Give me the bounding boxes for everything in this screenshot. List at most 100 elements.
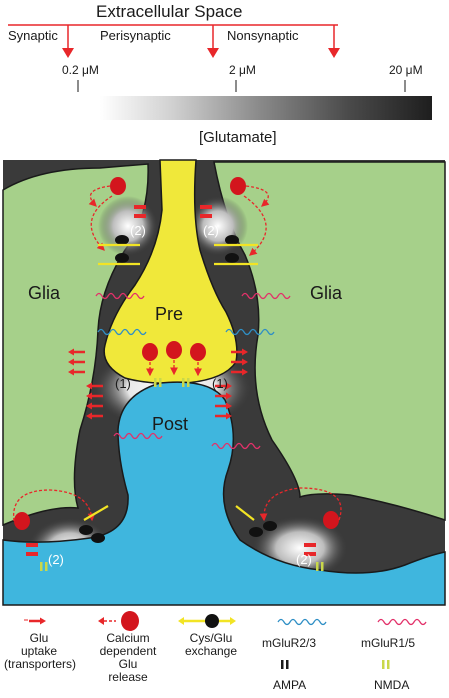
glu-transporter: [134, 205, 146, 209]
marker-2-top-right: (2): [203, 223, 219, 238]
glia-right-label: Glia: [310, 283, 343, 303]
glu-release-arrow: [13, 489, 96, 522]
glu-release-vesicle: [190, 343, 206, 361]
nmda-receptor: [40, 562, 43, 571]
nmda-receptor: [159, 378, 162, 387]
cys-glu-arrow: [83, 505, 109, 521]
glu-release-arrow: [90, 195, 113, 251]
legend-mglur15: mGluR1/5: [361, 636, 416, 650]
mglur15-receptor: [95, 292, 145, 300]
legend-ampa-glyph: [286, 660, 289, 669]
glu-transporter: [215, 412, 232, 420]
tick-label-2: 2 μM: [229, 63, 256, 77]
legend-mglur15-coil: [377, 618, 427, 626]
legend-ampa-glyph: [281, 660, 284, 669]
tick-label-0-2: 0.2 μM: [62, 63, 99, 77]
glu-release-arrow: [88, 185, 111, 207]
extracellular-space-title: Extracellular Space: [96, 2, 243, 21]
legend-glu-uptake: Glu uptake (transporters): [4, 631, 77, 671]
legend-exchange-arrowhead-left: [178, 617, 184, 625]
glu-transporter: [304, 543, 316, 547]
glutamate-gradient-bar: [100, 96, 432, 120]
glu-release-arrow: [245, 185, 270, 207]
mglur15-receptor: [241, 292, 291, 300]
region-synaptic: Synaptic: [8, 28, 58, 43]
nmda-receptor: [321, 562, 324, 571]
legend-exchanger: [205, 614, 219, 628]
glu-transporter: [200, 214, 212, 218]
glia-left: [2, 163, 149, 527]
cys-glu-arrow: [235, 505, 255, 521]
cys-glu-exchanger: [91, 533, 105, 543]
cys-glu-exchanger: [225, 253, 239, 263]
glu-transporter: [86, 392, 103, 400]
marker-1-left: (1): [115, 376, 131, 391]
post-label: Post: [152, 414, 189, 434]
glu-release-vesicle: [142, 343, 158, 361]
glu-transporter: [304, 552, 316, 556]
glia-right: [213, 161, 446, 522]
glu-release-vesicle: [230, 177, 246, 195]
cys-glu-exchanger: [225, 235, 239, 245]
legend-mglur23: mGluR2/3: [262, 636, 317, 650]
glu-transporter: [68, 368, 85, 376]
glu-release-arrow: [259, 487, 342, 522]
glu-transporter: [26, 543, 38, 547]
glu-transporter: [86, 402, 103, 410]
cys-glu-exchanger: [115, 235, 129, 245]
glu-transporter: [231, 348, 248, 356]
marker-2-bottom-left: (2): [48, 552, 64, 567]
legend-exchange-arrowhead-right: [230, 617, 236, 625]
glu-release-vesicle: [323, 511, 339, 529]
region-perisynaptic: Perisynaptic: [100, 28, 171, 43]
cys-glu-exchanger: [263, 521, 277, 531]
marker-2-top-left: (2): [130, 223, 146, 238]
mglur15-receptor: [211, 442, 261, 450]
glu-transporter: [231, 368, 248, 376]
glu-transporter: [134, 214, 146, 218]
glu-transporter: [29, 617, 46, 625]
tick-label-20: 20 μM: [389, 63, 423, 77]
glu-transporter: [26, 552, 38, 556]
nmda-receptor: [316, 562, 319, 571]
glu-release-vesicle: [166, 341, 182, 359]
scale-ticks: [77, 80, 406, 92]
glu-transporter: [215, 382, 232, 390]
glu-transporter: [215, 392, 232, 400]
legend-cys-glu-exchange: Cys/Glu exchange: [184, 631, 238, 658]
legend-nmda: NMDA: [374, 678, 410, 692]
legend-release-arrowhead: [98, 617, 104, 625]
cys-glu-exchanger: [249, 527, 263, 537]
glu-release-vesicle: [110, 177, 126, 195]
legend-mglur23-coil: [277, 618, 327, 626]
glu-transporter: [200, 205, 212, 209]
glu-transporter: [68, 348, 85, 356]
legend-nmda-glyph: [387, 660, 390, 669]
glu-release-vesicle: [14, 512, 30, 530]
glutamate-scale-label: [Glutamate]: [199, 129, 277, 146]
marker-1-right: (1): [212, 376, 228, 391]
nmda-receptor: [45, 562, 48, 571]
legend-ampa: AMPA: [273, 678, 307, 692]
region-arrows: [8, 24, 340, 58]
glu-transporter: [86, 412, 103, 420]
region-nonsynaptic: Nonsynaptic: [227, 28, 299, 43]
nmda-receptor: [187, 378, 190, 387]
legend-release-vesicle: [121, 611, 139, 631]
cys-glu-exchanger: [79, 525, 93, 535]
mglur23-receptor: [97, 328, 147, 336]
legend-calcium-release: Calcium dependent Glu release: [99, 631, 157, 684]
legend-nmda-glyph: [382, 660, 385, 669]
cys-glu-exchanger: [115, 253, 129, 263]
mglur23-receptor: [225, 328, 275, 336]
nmda-receptor: [182, 378, 185, 387]
glia-left-label: Glia: [28, 283, 61, 303]
nmda-receptor: [154, 378, 157, 387]
glu-transporter: [68, 358, 85, 366]
marker-2-bottom-right: (2): [296, 552, 312, 567]
glu-transporter: [231, 358, 248, 366]
glu-release-arrow: [243, 195, 267, 256]
glu-transporter: [86, 382, 103, 390]
pre-label: Pre: [155, 304, 184, 324]
